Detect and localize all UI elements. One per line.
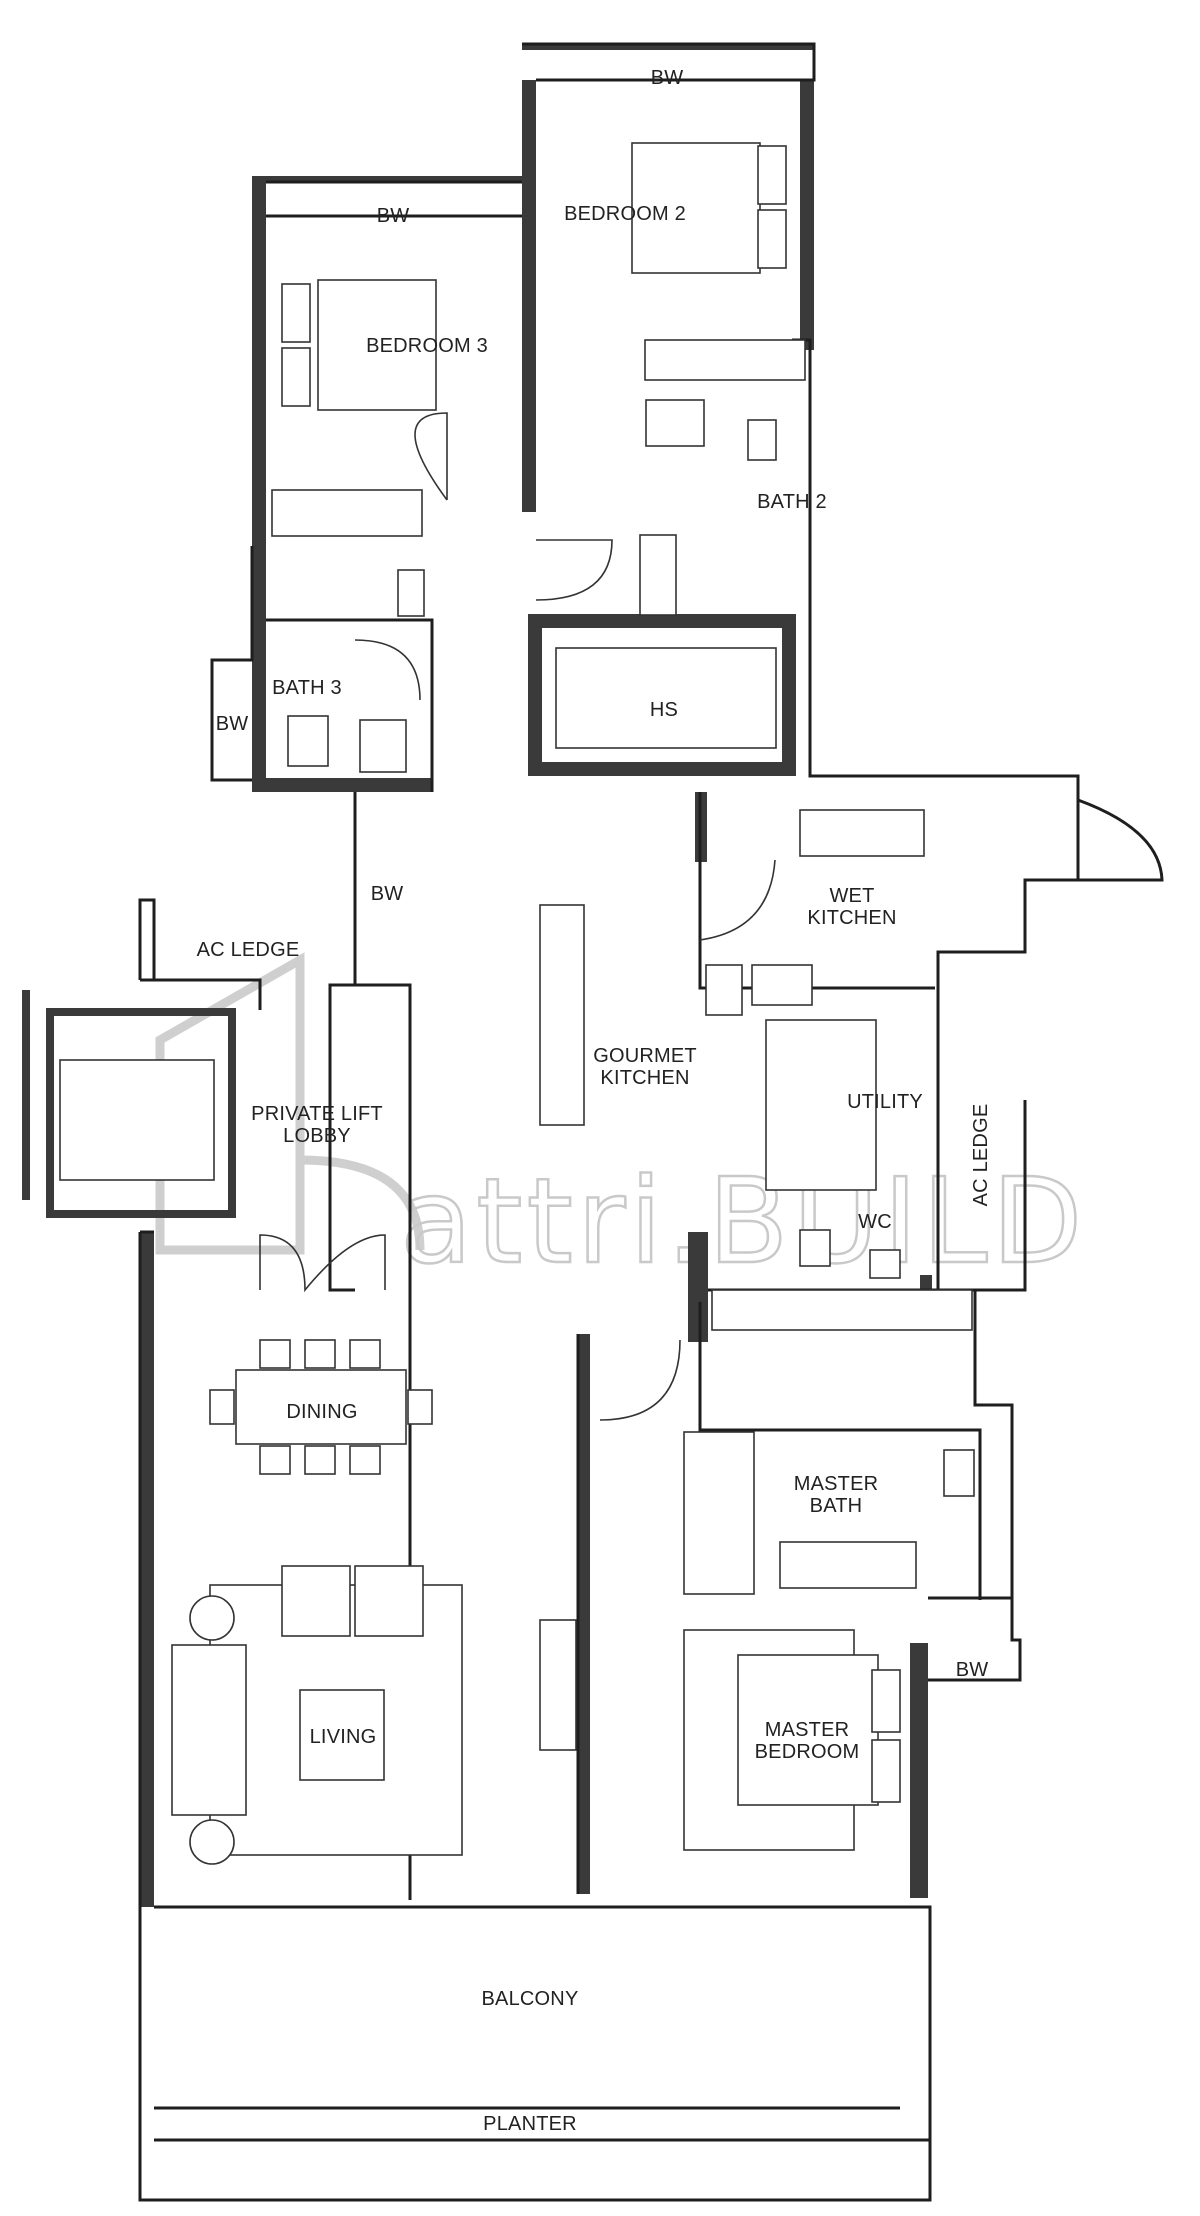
label-planter: PLANTER — [483, 2113, 577, 2135]
outline — [138, 42, 1164, 2202]
label-bw-top: BW — [651, 67, 684, 89]
label-bedroom-3: BEDROOM 3 — [366, 335, 488, 357]
label-bw-bedroom-3: BW — [377, 205, 410, 227]
label-master-bath-1: MASTER — [794, 1473, 879, 1495]
label-wc: WC — [858, 1211, 892, 1233]
label-master-bedroom-2: BEDROOM — [755, 1741, 860, 1763]
label-gourmet-kitchen-1: GOURMET — [593, 1045, 697, 1067]
label-balcony: BALCONY — [482, 1988, 579, 2010]
door-bedroom2 — [535, 539, 613, 601]
label-wet-kitchen-1: WET — [829, 885, 874, 907]
door-wet-kitchen — [699, 859, 776, 941]
doors — [259, 412, 776, 1421]
watermark: attri.BUILD — [155, 952, 1086, 1291]
walls — [22, 44, 932, 1907]
door-master — [599, 1339, 681, 1421]
door-lobby — [259, 1234, 386, 1293]
watermark-text: attri.BUILD — [400, 1152, 1086, 1290]
furniture — [59, 142, 975, 1865]
label-bath-3: BATH 3 — [272, 677, 342, 699]
label-bw-corridor: BW — [371, 883, 404, 905]
label-bedroom-2: BEDROOM 2 — [564, 203, 686, 225]
label-bw-bath-3: BW — [216, 713, 249, 735]
door-bedroom3 — [414, 412, 448, 501]
label-gourmet-kitchen-2: KITCHEN — [600, 1067, 689, 1089]
label-bw-master: BW — [956, 1659, 989, 1681]
door-bath3 — [354, 639, 421, 701]
label-wet-kitchen-2: KITCHEN — [807, 907, 896, 929]
label-ac-ledge-top: AC LEDGE — [197, 939, 300, 961]
label-dining: DINING — [286, 1401, 357, 1423]
label-ac-ledge-right: AC LEDGE — [970, 1104, 992, 1207]
label-utility: UTILITY — [847, 1091, 923, 1113]
label-hs: HS — [650, 699, 678, 721]
room-labels: BW BEDROOM 2 BW BEDROOM 3 BATH 2 BATH 3 … — [197, 67, 992, 2135]
label-master-bedroom-1: MASTER — [765, 1719, 850, 1741]
label-living: LIVING — [310, 1726, 377, 1748]
label-private-lift-lobby-2: LOBBY — [283, 1125, 351, 1147]
label-private-lift-lobby-1: PRIVATE LIFT — [251, 1103, 383, 1125]
label-master-bath-2: BATH — [810, 1495, 863, 1517]
label-bath-2: BATH 2 — [757, 491, 827, 513]
